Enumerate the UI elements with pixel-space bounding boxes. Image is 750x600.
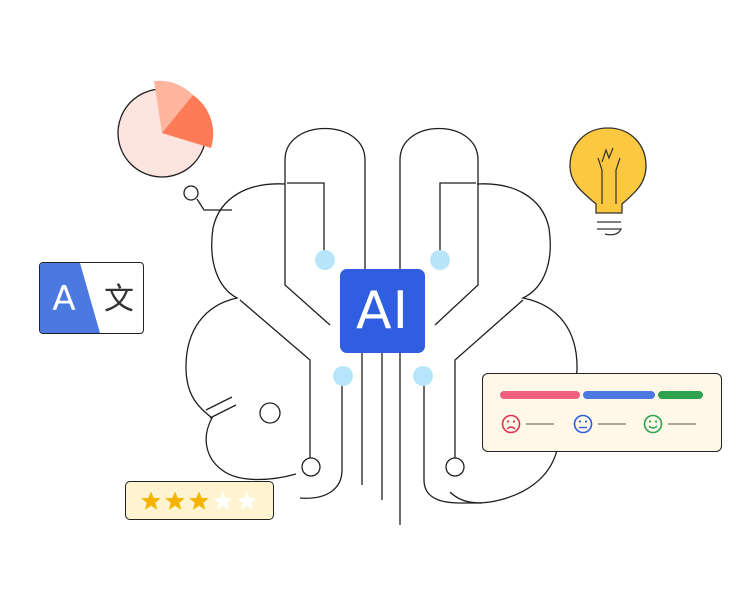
translate-source-glyph: A bbox=[52, 279, 75, 319]
frown-icon bbox=[501, 414, 521, 434]
star-filled-icon bbox=[165, 491, 185, 510]
sentiment-bar-neutral bbox=[583, 391, 655, 399]
neutral-face-icon bbox=[573, 414, 593, 434]
star-empty-icon bbox=[213, 491, 233, 510]
brain-left-outline bbox=[185, 183, 297, 481]
translate-card: A 文 bbox=[39, 262, 144, 334]
brain-right-lower bbox=[449, 449, 558, 504]
ai-chip: AI bbox=[340, 269, 425, 353]
lightbulb-icon bbox=[569, 127, 647, 236]
pie-chart-icon bbox=[117, 80, 214, 178]
star-filled-icon bbox=[189, 491, 209, 510]
glow-node bbox=[430, 250, 450, 270]
connector-node bbox=[183, 185, 199, 201]
glow-node bbox=[315, 250, 335, 270]
left-loop bbox=[284, 128, 366, 326]
glow-node bbox=[333, 366, 353, 386]
star-rating-card bbox=[125, 481, 274, 520]
star-empty-icon bbox=[237, 491, 257, 510]
sentiment-card bbox=[482, 373, 722, 452]
translate-target-glyph: 文 bbox=[104, 282, 134, 317]
terminal-node-right bbox=[445, 457, 465, 477]
terminal-node-left bbox=[301, 457, 321, 477]
brain-node-circle bbox=[259, 402, 281, 424]
translate-icon: A 文 bbox=[40, 263, 134, 333]
sentiment-bar-positive bbox=[658, 391, 703, 399]
star-filled-icon bbox=[141, 491, 161, 510]
smile-icon bbox=[643, 414, 663, 434]
ai-chip-label: AI bbox=[356, 281, 409, 341]
sentiment-icons bbox=[501, 414, 696, 434]
right-loop bbox=[399, 128, 479, 326]
glow-node bbox=[413, 366, 433, 386]
sentiment-bar-negative bbox=[500, 391, 580, 399]
